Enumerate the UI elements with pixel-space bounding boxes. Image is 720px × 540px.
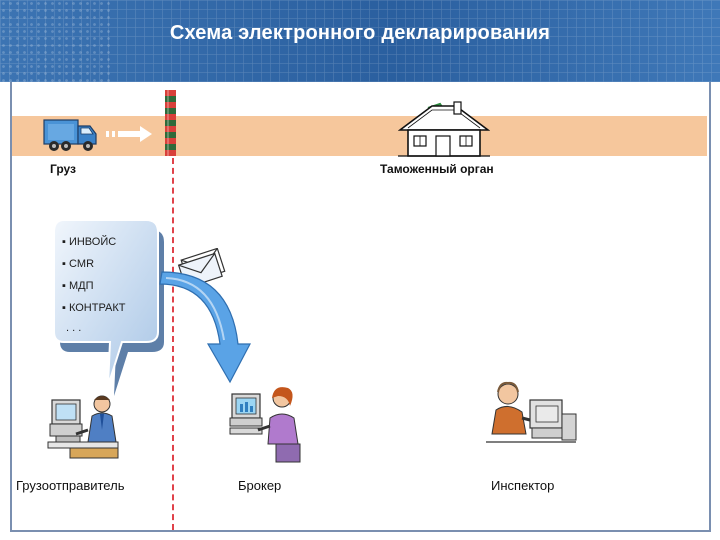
document-item: ▪ КОНТРАКТ [62, 302, 126, 314]
flow-arrow-icon [159, 271, 251, 384]
document-item: ▪ ИНВОЙС [62, 236, 117, 248]
document-item: ▪ МДП [62, 280, 94, 292]
header-grid-pattern [0, 0, 720, 82]
documents-bubble [53, 219, 164, 396]
customs-label: Таможенный орган [380, 162, 494, 176]
document-item-ellipsis: . . . [66, 322, 82, 334]
truck-icon [43, 119, 97, 151]
document-item: ▪ CMR [62, 258, 95, 270]
cargo-label: Груз [50, 162, 76, 176]
customs-border-line [172, 158, 174, 530]
border-post-icon [165, 90, 176, 156]
shipper-label: Грузоотправитель [16, 478, 125, 493]
content-frame [10, 82, 711, 532]
header-dot-pattern [0, 0, 110, 82]
broker-label: Брокер [238, 478, 282, 493]
inspector-label: Инспектор [491, 478, 555, 493]
motion-arrow-icon [106, 126, 152, 142]
header-banner: Схема электронного декларирования [0, 0, 720, 82]
shipper-person-icon [47, 395, 119, 459]
slide-title: Схема электронного декларирования [169, 22, 551, 44]
customs-house-icon [398, 101, 490, 157]
inspector-person-icon [486, 381, 577, 443]
broker-person-icon [229, 387, 301, 463]
